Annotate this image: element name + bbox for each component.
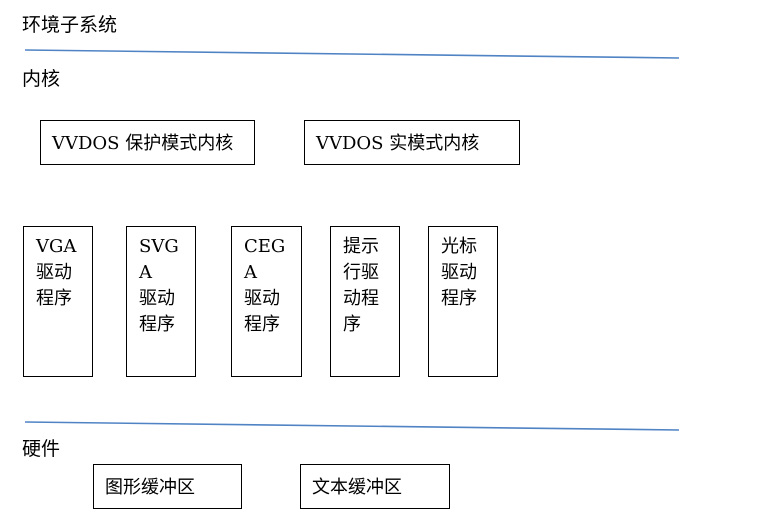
separator-top (24, 49, 680, 59)
driver-box-cursor: 光标 驱动 程序 (428, 226, 498, 377)
driver-line: 程序 (244, 314, 280, 335)
driver-line: 程序 (139, 314, 175, 335)
driver-box-cega: CEGA 驱动 程序 (231, 226, 302, 377)
hardware-box-text-buffer: 文本缓冲区 (300, 464, 450, 509)
separator-bottom (24, 421, 680, 431)
driver-line: 动程 (343, 288, 379, 309)
driver-line: SVGA (139, 236, 179, 283)
driver-line: 驱动 (441, 262, 477, 283)
driver-box-prompt-line: 提示 行驱 动程 序 (330, 226, 400, 377)
driver-box-vga: VGA 驱动 程序 (23, 226, 93, 377)
driver-line: 驱动 (139, 288, 175, 309)
hardware-label: 硬件 (22, 438, 61, 460)
kernel-box-real-mode: VVDOS 实模式内核 (304, 120, 520, 165)
driver-line: CEGA (244, 236, 286, 283)
driver-line: 驱动 (244, 288, 280, 309)
kernel-box-protected-mode: VVDOS 保护模式内核 (40, 120, 255, 165)
kernel-label: 内核 (22, 68, 61, 90)
hardware-box-graphics-buffer: 图形缓冲区 (93, 464, 242, 509)
driver-line: VGA (36, 236, 77, 257)
driver-box-svga: SVGA 驱动 程序 (126, 226, 196, 377)
driver-line: 程序 (36, 288, 72, 309)
driver-line: 程序 (441, 288, 477, 309)
driver-line: 提示 (343, 236, 379, 257)
driver-line: 光标 (441, 236, 477, 257)
subsystem-title: 环境子系统 (22, 14, 118, 36)
driver-line: 序 (343, 314, 361, 335)
driver-line: 行驱 (343, 262, 379, 283)
driver-line: 驱动 (36, 262, 72, 283)
